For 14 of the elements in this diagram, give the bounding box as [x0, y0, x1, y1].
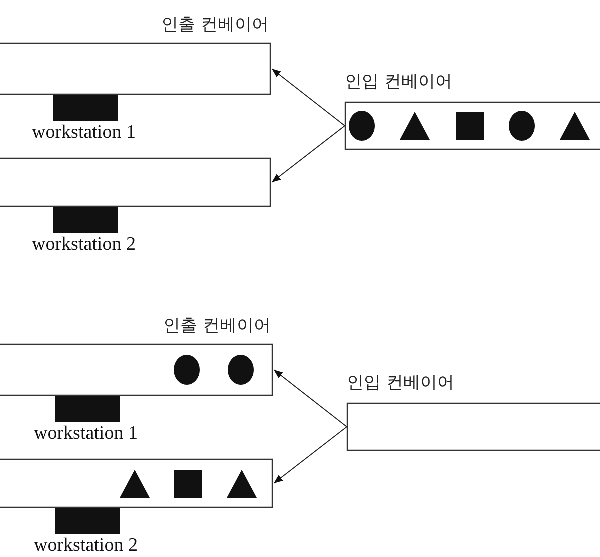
workstation-label: workstation 1 [34, 424, 138, 444]
arrow [272, 68, 346, 126]
conveyor-label: 인입 컨베이어 [347, 373, 454, 393]
conveyor-belt [0, 158, 271, 207]
workstation-label: workstation 2 [32, 235, 136, 255]
arrow [274, 370, 348, 428]
arrow [274, 426, 348, 484]
conveyor-label: 인입 컨베이어 [345, 72, 452, 92]
conveyor-label: 인출 컨베이어 [164, 316, 271, 336]
conveyor-belt [0, 459, 273, 508]
arrow [272, 126, 346, 183]
workstation-label: workstation 1 [32, 123, 136, 143]
conveyor-label: 인출 컨베이어 [162, 15, 269, 35]
workstation-label: workstation 2 [34, 536, 138, 556]
